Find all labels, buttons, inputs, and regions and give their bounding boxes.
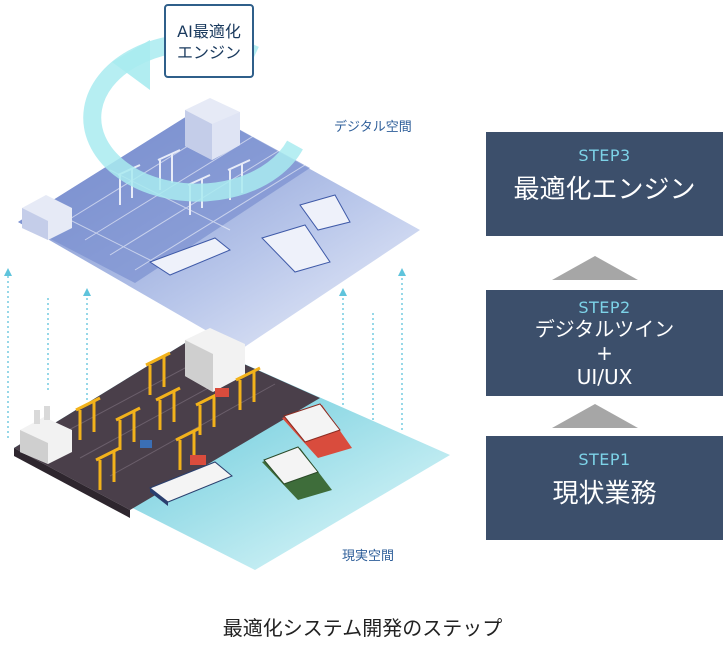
cycle-arrow-head	[112, 40, 150, 90]
containers	[140, 388, 229, 465]
step1-label: STEP1	[578, 450, 631, 469]
digital-building-left	[22, 195, 72, 240]
real-building-left	[20, 406, 72, 464]
real-space-label: 現実空間	[342, 549, 395, 564]
crane-icon	[75, 351, 261, 490]
digital-building	[185, 98, 240, 160]
step2-label: STEP2	[578, 298, 631, 317]
real-building	[185, 328, 245, 392]
step3-label: STEP3	[578, 146, 631, 165]
digital-space-label: デジタル空間	[334, 120, 412, 135]
ai-engine-line1: AI最適化	[177, 22, 241, 41]
up-arrow-heads	[4, 268, 406, 296]
ai-engine-line2: エンジン	[176, 43, 241, 62]
step1-box: STEP1 現状業務	[486, 436, 723, 540]
step3-box: STEP3 最適化エンジン	[486, 132, 723, 236]
step2-title: デジタルツイン	[534, 317, 675, 341]
digital-plane	[18, 98, 420, 350]
step1-title: 現状業務	[552, 479, 657, 509]
step3-title: 最適化エンジン	[513, 175, 696, 205]
real-plane	[14, 328, 450, 570]
port-illustration	[4, 33, 450, 570]
step-arrow-up-icon	[552, 404, 638, 428]
ship-icon	[148, 194, 351, 276]
ai-engine-box: AI最適化 エンジン	[164, 4, 254, 78]
figure-caption: 最適化システム開発のステップ	[222, 616, 503, 640]
step2-sub: UI/UX	[576, 365, 633, 389]
step2-plus: +	[596, 341, 613, 365]
step2-box: STEP2 デジタルツイン + UI/UX	[486, 290, 723, 396]
ship-icon	[149, 403, 352, 506]
step-arrow-up-icon	[552, 256, 638, 280]
